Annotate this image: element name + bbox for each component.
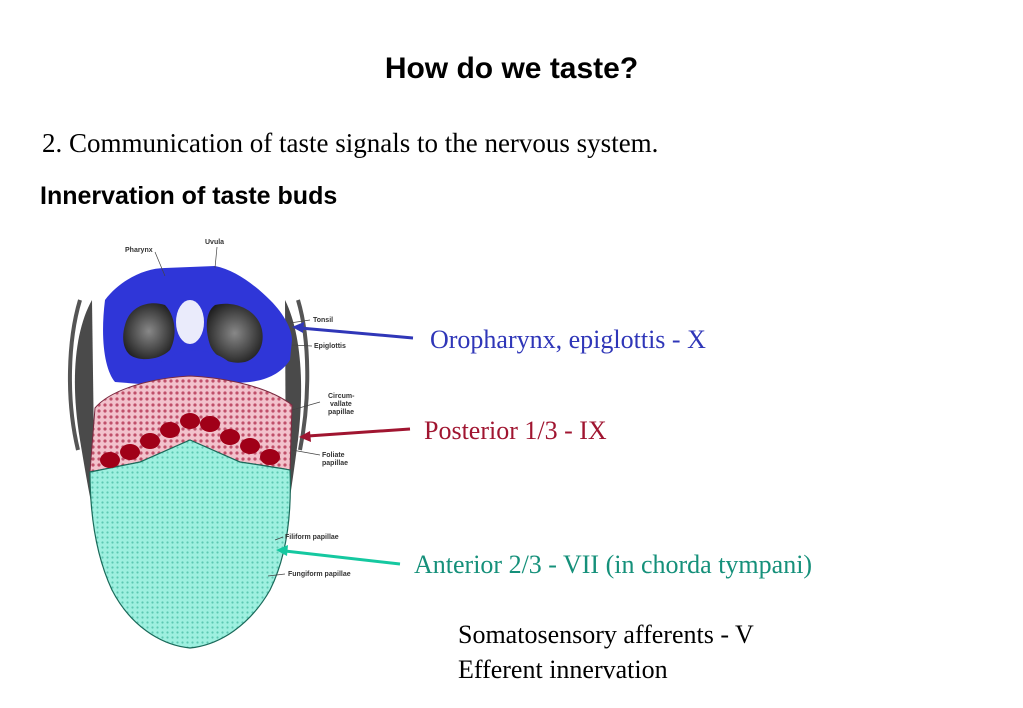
page-title: How do we taste? <box>384 52 639 85</box>
callout-oropharynx: Oropharynx, epiglottis - X <box>430 325 706 354</box>
note-somatosensory: Somatosensory afferents - V <box>458 620 754 649</box>
circumvallate-papillae <box>100 413 280 468</box>
pharynx-cavity-left <box>123 303 175 360</box>
label-foliate-1: Foliate <box>322 452 345 459</box>
uvula-shape <box>176 300 204 344</box>
section-heading: Innervation of taste buds <box>40 182 338 210</box>
subtitle: 2. Communication of taste signals to the… <box>42 128 659 158</box>
callout-anterior: Anterior 2/3 - VII (in chorda tympani) <box>414 550 813 579</box>
label-circumvallate-3: papillae <box>328 409 354 416</box>
label-pharynx: Pharynx <box>125 247 153 254</box>
label-filiform: Filiform papillae <box>285 534 339 541</box>
note-efferent: Efferent innervation <box>458 655 668 684</box>
label-tonsil: Tonsil <box>313 317 333 324</box>
innervation-notes: Somatosensory afferents - V Efferent inn… <box>458 617 754 687</box>
epiglottis-shape <box>150 350 240 375</box>
pharynx-cavity-right <box>206 303 263 363</box>
label-foliate-2: papillae <box>322 460 348 467</box>
arrow-posterior <box>299 427 411 442</box>
anatomy-labels <box>154 246 321 577</box>
label-epiglottis: Epiglottis <box>314 343 346 350</box>
label-circumvallate-2: vallate <box>330 401 352 408</box>
label-circumvallate-1: Circum- <box>328 393 355 400</box>
anterior-region <box>89 439 291 649</box>
label-uvula: Uvula <box>205 239 224 246</box>
arrow-anterior <box>276 545 401 566</box>
arrow-oropharynx <box>292 322 414 340</box>
label-fungiform: Fungiform papillae <box>288 571 351 578</box>
callout-posterior: Posterior 1/3 - IX <box>424 416 607 445</box>
